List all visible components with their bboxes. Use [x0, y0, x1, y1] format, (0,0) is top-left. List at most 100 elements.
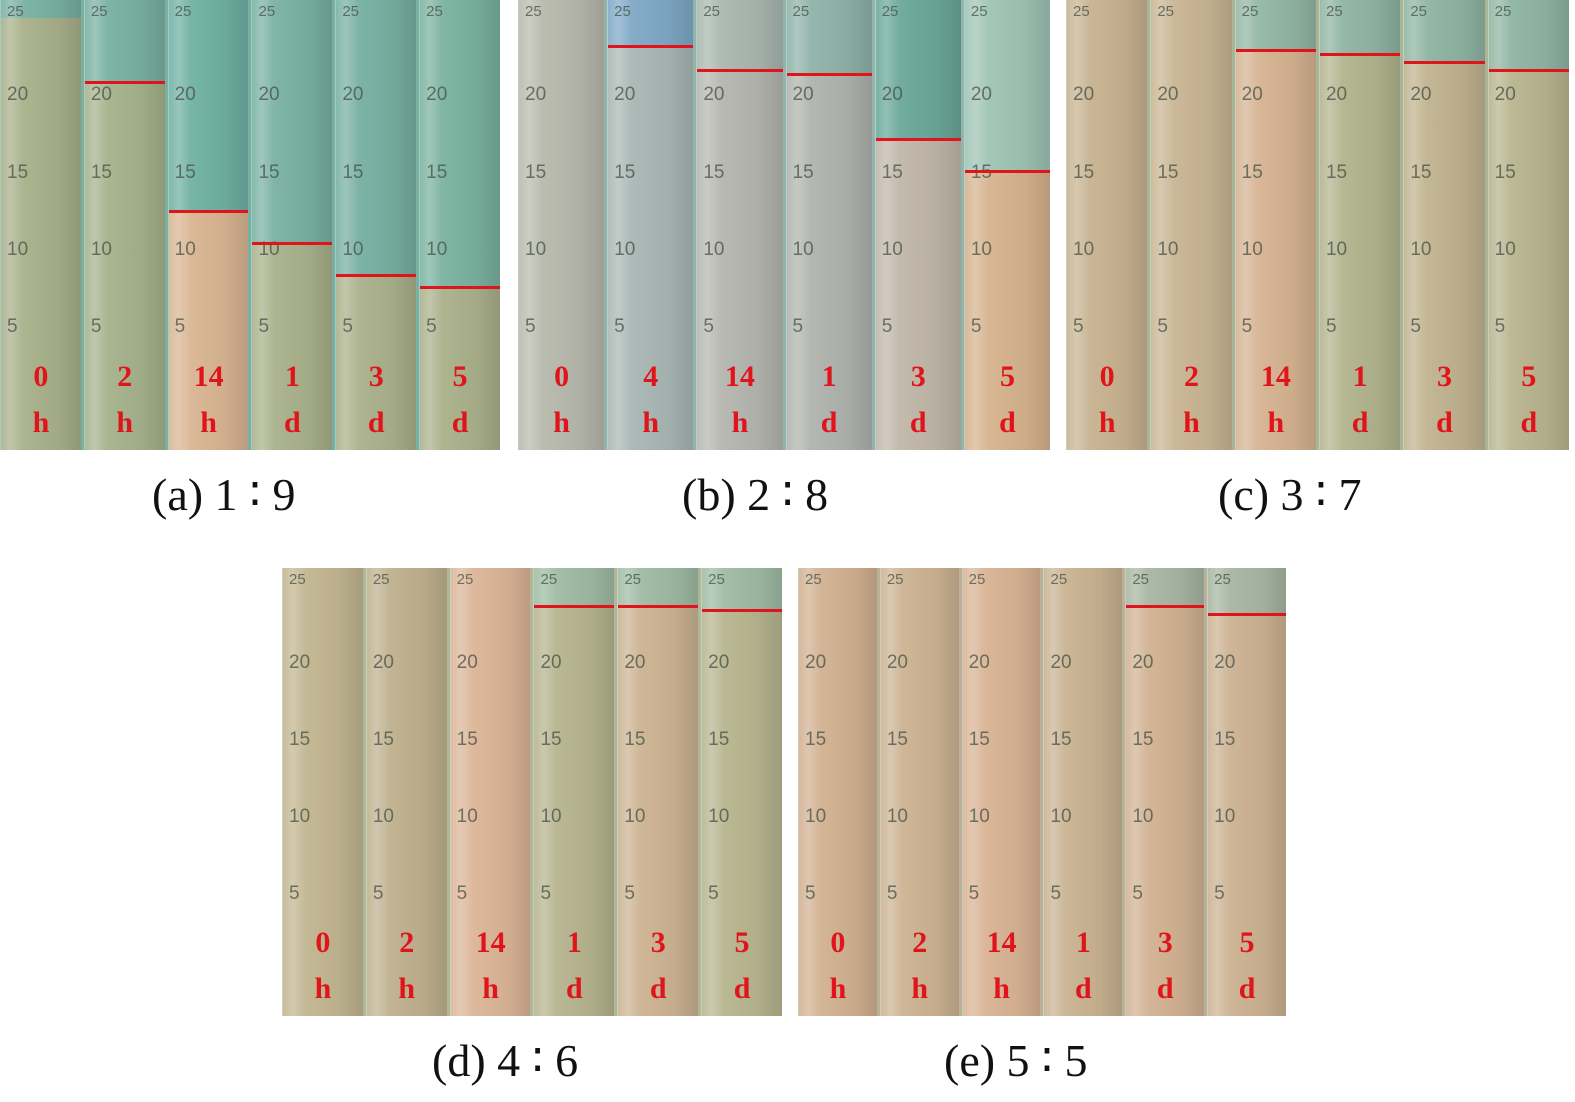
time-label: 2 — [912, 926, 928, 959]
scale-tick: 15 — [708, 728, 730, 750]
scale-tick: 10 — [1132, 805, 1154, 827]
time-label: 5 — [999, 360, 1015, 393]
scale-tick: 5 — [614, 316, 625, 338]
time-unit-label: d — [999, 406, 1016, 439]
scale-tick: 15 — [1241, 161, 1263, 183]
scale-tick: 20 — [1157, 84, 1179, 106]
time-label: 4 — [643, 360, 659, 393]
scale-tick: 20 — [805, 651, 827, 673]
supernatant-layer — [283, 568, 363, 586]
interface-line — [1488, 69, 1569, 73]
scale-tick: 5 — [540, 882, 552, 904]
scale-tick: 25 — [624, 571, 641, 588]
interface-line — [964, 169, 1050, 173]
scale-tick: 15 — [1410, 161, 1432, 183]
scale-tick: 10 — [881, 238, 903, 260]
scale-tick: 25 — [525, 3, 542, 20]
supernatant-layer — [1208, 568, 1286, 614]
scale-tick: 15 — [90, 161, 112, 183]
scale-tick: 5 — [1073, 316, 1084, 338]
scale-tick: 20 — [258, 84, 280, 106]
supernatant-layer — [799, 568, 877, 586]
scale-tick: 5 — [525, 316, 536, 338]
scale-tick: 25 — [540, 571, 558, 588]
time-label: 3 — [368, 360, 384, 393]
time-label: 14 — [475, 926, 506, 959]
scale-tick: 25 — [1132, 571, 1149, 588]
time-label: 5 — [734, 926, 750, 959]
interface-line — [1235, 49, 1316, 53]
scale-tick: 15 — [174, 161, 196, 183]
time-label: 5 — [1239, 926, 1255, 959]
scale-tick: 5 — [456, 882, 468, 904]
scale-tick: 15 — [525, 161, 547, 183]
scale-tick: 20 — [1325, 84, 1348, 106]
interface-line — [252, 242, 333, 246]
scale-tick: 5 — [90, 316, 102, 338]
scale-tick: 15 — [1050, 728, 1072, 750]
scale-tick: 15 — [7, 161, 29, 183]
sediment-layer — [618, 606, 699, 1016]
scale-tick: 20 — [703, 84, 725, 106]
scale-tick: 10 — [1241, 238, 1263, 260]
scale-tick: 15 — [881, 161, 903, 183]
interface-line — [336, 274, 417, 278]
sediment-layer — [534, 606, 615, 1016]
interface-line — [1404, 61, 1485, 65]
time-unit-label: h — [993, 972, 1010, 1005]
interface-line — [697, 69, 783, 73]
scale-tick: 5 — [426, 316, 437, 338]
time-label: 1 — [284, 360, 300, 393]
scale-tick: 10 — [1325, 238, 1348, 260]
scale-tick: 20 — [1132, 651, 1154, 673]
supernatant-layer — [1067, 0, 1148, 18]
time-unit-label: d — [1520, 406, 1538, 439]
sediment-layer — [702, 610, 782, 1016]
scale-tick: 15 — [1214, 728, 1236, 750]
time-label: 2 — [117, 360, 133, 393]
supernatant-layer — [875, 0, 961, 139]
supernatant-layer — [1235, 0, 1316, 51]
caption-e: (e) 5 ∶ 5 — [944, 1035, 1088, 1086]
scale-tick: 15 — [372, 728, 394, 750]
sediment-layer — [1, 18, 81, 450]
sediment-layer — [366, 586, 447, 1016]
supernatant-layer — [1319, 0, 1401, 55]
scale-tick: 20 — [624, 651, 646, 673]
scale-tick: 20 — [708, 651, 730, 673]
scale-tick: 10 — [703, 238, 725, 260]
scale-tick: 15 — [792, 161, 814, 183]
scale-tick: 5 — [7, 316, 18, 338]
sediment-layer — [1044, 586, 1123, 1016]
supernatant-layer — [420, 0, 500, 288]
interface-line — [1319, 53, 1401, 57]
time-label: 0 — [1099, 360, 1115, 393]
sediment-layer — [168, 210, 249, 450]
time-label: 3 — [910, 360, 926, 393]
scale-tick: 10 — [174, 238, 196, 260]
scale-tick: 15 — [1494, 161, 1516, 183]
scale-tick: 15 — [805, 728, 827, 750]
supernatant-layer — [880, 568, 959, 586]
time-label: 0 — [33, 360, 49, 393]
supernatant-layer — [168, 0, 249, 211]
scale-tick: 15 — [886, 728, 908, 750]
sediment-layer — [608, 46, 694, 450]
scale-tick: 5 — [372, 882, 384, 904]
scale-tick: 10 — [372, 805, 394, 827]
